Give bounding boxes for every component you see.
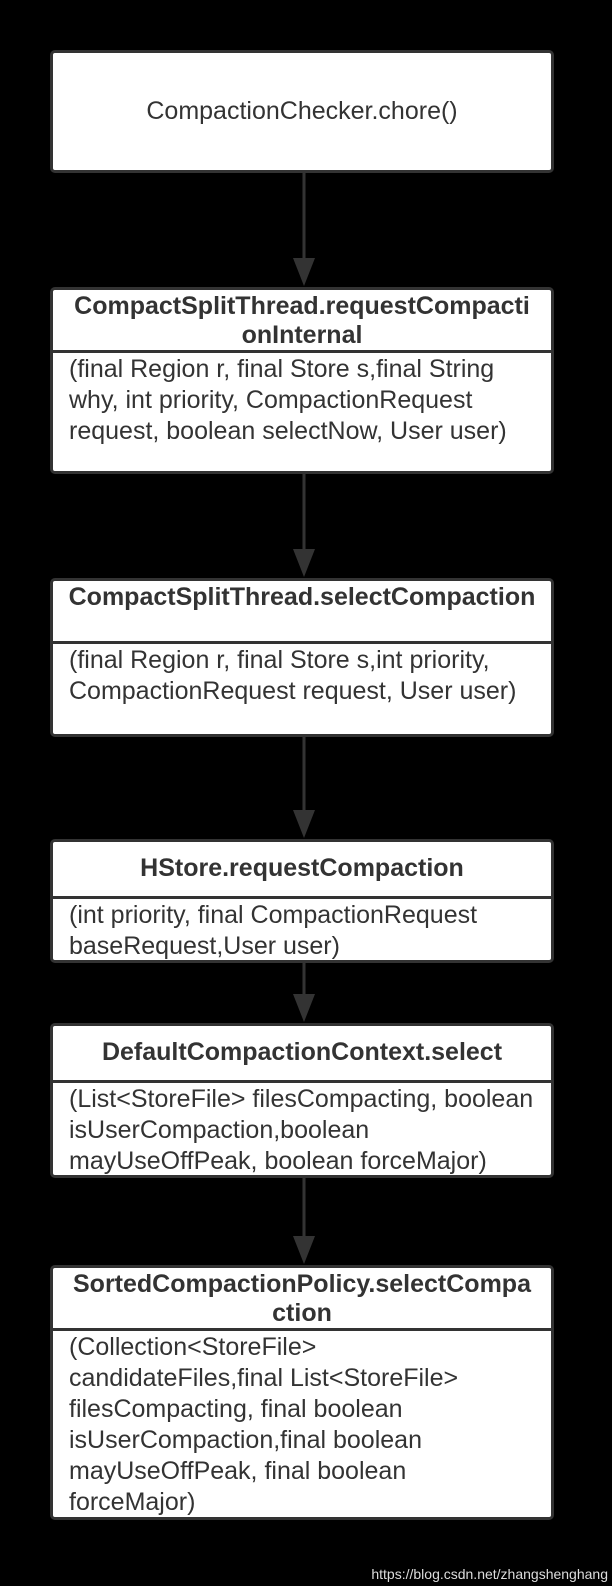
node-title: CompactionChecker.chore() bbox=[146, 97, 458, 125]
arrow-chore-to-request-compaction-internal bbox=[293, 172, 315, 286]
node-params: (Collection<StoreFile> candidateFiles,fi… bbox=[69, 1333, 459, 1516]
node-request-compaction-internal: CompactSplitThread.requestCompactionInte… bbox=[50, 287, 554, 474]
arrow-request-compaction-internal-to-select-compaction bbox=[293, 473, 315, 577]
node-select-compaction: CompactSplitThread.selectCompaction (fin… bbox=[50, 578, 554, 737]
node-title: DefaultCompactionContext.select bbox=[53, 1026, 551, 1083]
node-default-compaction-context-select: DefaultCompactionContext.select (List<St… bbox=[50, 1023, 554, 1178]
node-sorted-compaction-policy-select-compaction: SortedCompactionPolicy.selectCompaction … bbox=[50, 1265, 554, 1520]
node-title: SortedCompactionPolicy.selectCompaction bbox=[53, 1268, 551, 1331]
node-title: CompactSplitThread.selectCompaction bbox=[53, 581, 551, 644]
arrow-hstore-request-compaction-to-context-select bbox=[293, 962, 315, 1022]
node-title: HStore.requestCompaction bbox=[53, 842, 551, 899]
node-params: (final Region r, final Store s,final Str… bbox=[69, 355, 507, 445]
node-params: (final Region r, final Store s,int prior… bbox=[69, 646, 517, 705]
node-params: (int priority, final CompactionRequest b… bbox=[69, 901, 478, 960]
arrow-select-compaction-to-hstore-request-compaction bbox=[293, 736, 315, 838]
node-params: (List<StoreFile> filesCompacting, boolea… bbox=[69, 1085, 534, 1175]
node-compaction-checker-chore: CompactionChecker.chore() bbox=[50, 50, 554, 173]
arrow-context-select-to-sorted-select-compaction bbox=[293, 1177, 315, 1264]
node-hstore-request-compaction: HStore.requestCompaction (int priority, … bbox=[50, 839, 554, 963]
node-title: CompactSplitThread.requestCompactionInte… bbox=[53, 290, 551, 353]
watermark-url: https://blog.csdn.net/zhangshenghang bbox=[371, 1566, 608, 1582]
